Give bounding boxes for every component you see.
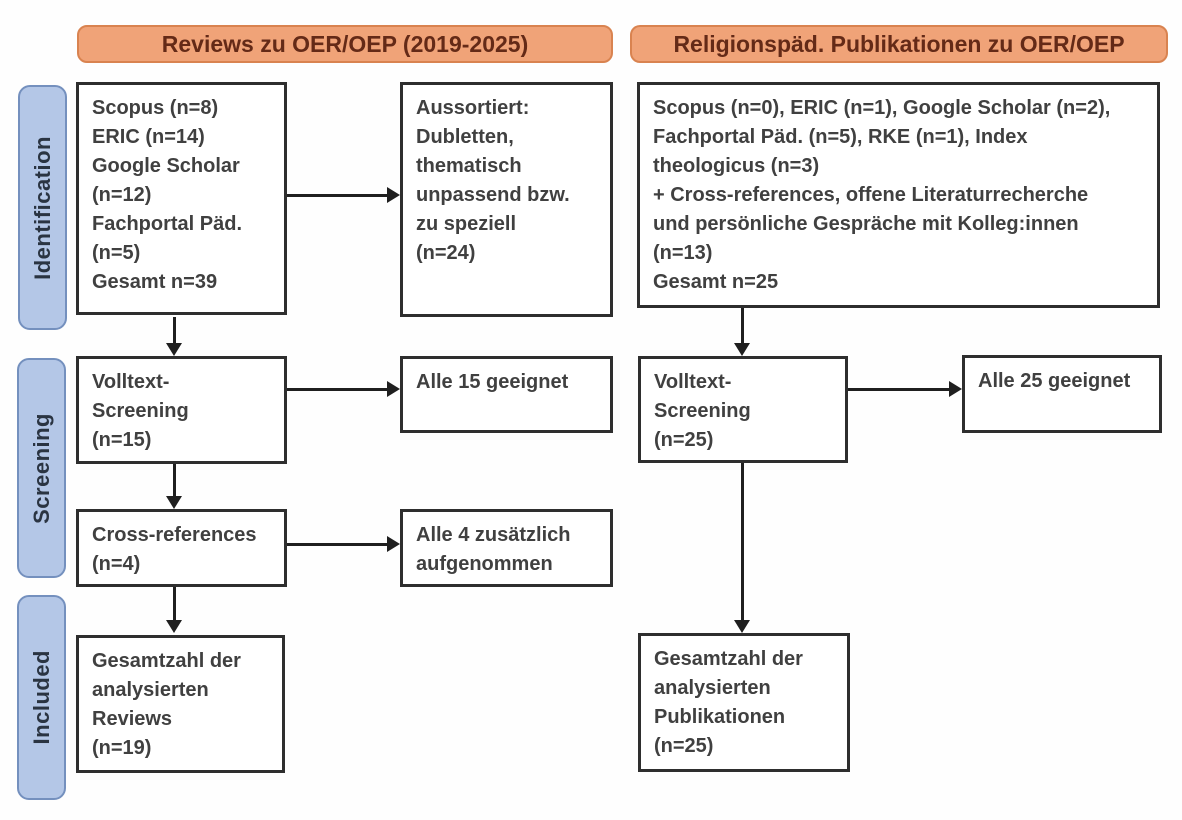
box-right-fulltext-screening: Volltext- Screening (n=25) <box>638 356 848 463</box>
stage-label-screening-text: Screening <box>28 412 54 524</box>
box-right-fulltext-result: Alle 25 geeignet <box>962 355 1162 433</box>
column-header-reviews: Reviews zu OER/OEP (2019-2025) <box>77 25 613 63</box>
stage-label-screening: Screening <box>17 358 66 578</box>
box-left-included: Gesamtzahl der analysierten Reviews (n=1… <box>76 635 285 773</box>
box-left-crossref-result: Alle 4 zusätzlich aufgenommen <box>400 509 613 587</box>
box-left-crossref: Cross-references (n=4) <box>76 509 287 587</box>
box-left-fulltext-result: Alle 15 geeignet <box>400 356 613 433</box>
box-left-identification: Scopus (n=8) ERIC (n=14) Google Scholar … <box>76 82 287 315</box>
stage-label-identification-text: Identification <box>29 135 55 280</box>
box-right-included: Gesamtzahl der analysierten Publikatione… <box>638 633 850 772</box>
column-header-religionspaed: Religionspäd. Publikationen zu OER/OEP <box>630 25 1168 63</box>
stage-label-included: Included <box>17 595 66 800</box>
box-right-identification: Scopus (n=0), ERIC (n=1), Google Scholar… <box>637 82 1160 308</box>
box-left-fulltext-screening: Volltext- Screening (n=15) <box>76 356 287 464</box>
box-left-excluded: Aussortiert: Dubletten, thematisch unpas… <box>400 82 613 317</box>
stage-label-included-text: Included <box>28 650 54 745</box>
stage-label-identification: Identification <box>18 85 67 330</box>
